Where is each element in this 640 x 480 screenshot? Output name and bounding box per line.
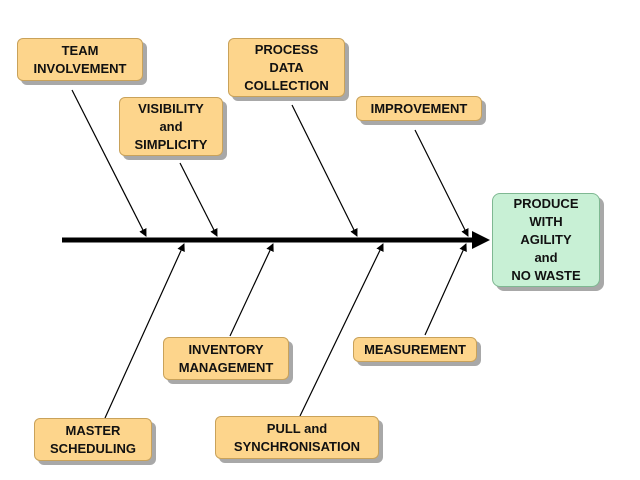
cause-label-line: SIMPLICITY [134,136,208,152]
cause-label-line: PULL and [266,420,328,436]
spine-arrowhead [472,231,490,249]
cause-label-line: SYNCHRONISATION [233,438,361,454]
bone-improvement [414,129,469,237]
cause-measurement: MEASUREMENT [353,337,477,362]
cause-label-line: INVOLVEMENT [33,60,127,76]
effect-line-2: WITH [529,214,563,229]
effect-line-5: NO WASTE [511,268,581,283]
cause-label-line: INVENTORY [188,341,264,357]
cause-label-line: SCHEDULING [50,440,136,456]
cause-label-line: MEASUREMENT [364,341,466,357]
cause-label-line: TEAM [61,42,99,58]
cause-label-line: MASTER [65,422,121,438]
effect-line-3: AGILITY [520,232,572,247]
effect-box: PRODUCE WITH AGILITY and NO WASTE [492,193,600,287]
cause-process-data-collection: PROCESS DATA COLLECTION [228,38,345,97]
cause-label-line: DATA [269,59,304,75]
cause-label-line: IMPROVEMENT [370,100,468,116]
cause-improvement: IMPROVEMENT [356,96,482,121]
cause-master-scheduling: MASTER SCHEDULING [34,418,152,461]
bone-master-scheduling [104,243,185,419]
cause-label-line: VISIBILITY [138,100,204,116]
cause-label-line: COLLECTION [244,77,329,93]
cause-pull-synchronisation: PULL and SYNCHRONISATION [215,416,379,459]
bone-team-involvement [71,89,147,237]
cause-label-line: PROCESS [254,41,319,57]
cause-label-line: MANAGEMENT [178,359,274,375]
bone-measurement [424,243,467,336]
bone-pull-synchronisation [299,243,384,417]
bone-process-data-collection [291,104,358,237]
effect-line-4: and [534,250,558,265]
bone-inventory-management [229,243,274,337]
cause-label-line: and [159,118,183,134]
cause-visibility-simplicity: VISIBILITY and SIMPLICITY [119,97,223,156]
cause-inventory-management: INVENTORY MANAGEMENT [163,337,289,380]
bone-visibility-simplicity [179,162,218,237]
cause-team-involvement: TEAM INVOLVEMENT [17,38,143,81]
effect-line-1: PRODUCE [513,196,579,211]
